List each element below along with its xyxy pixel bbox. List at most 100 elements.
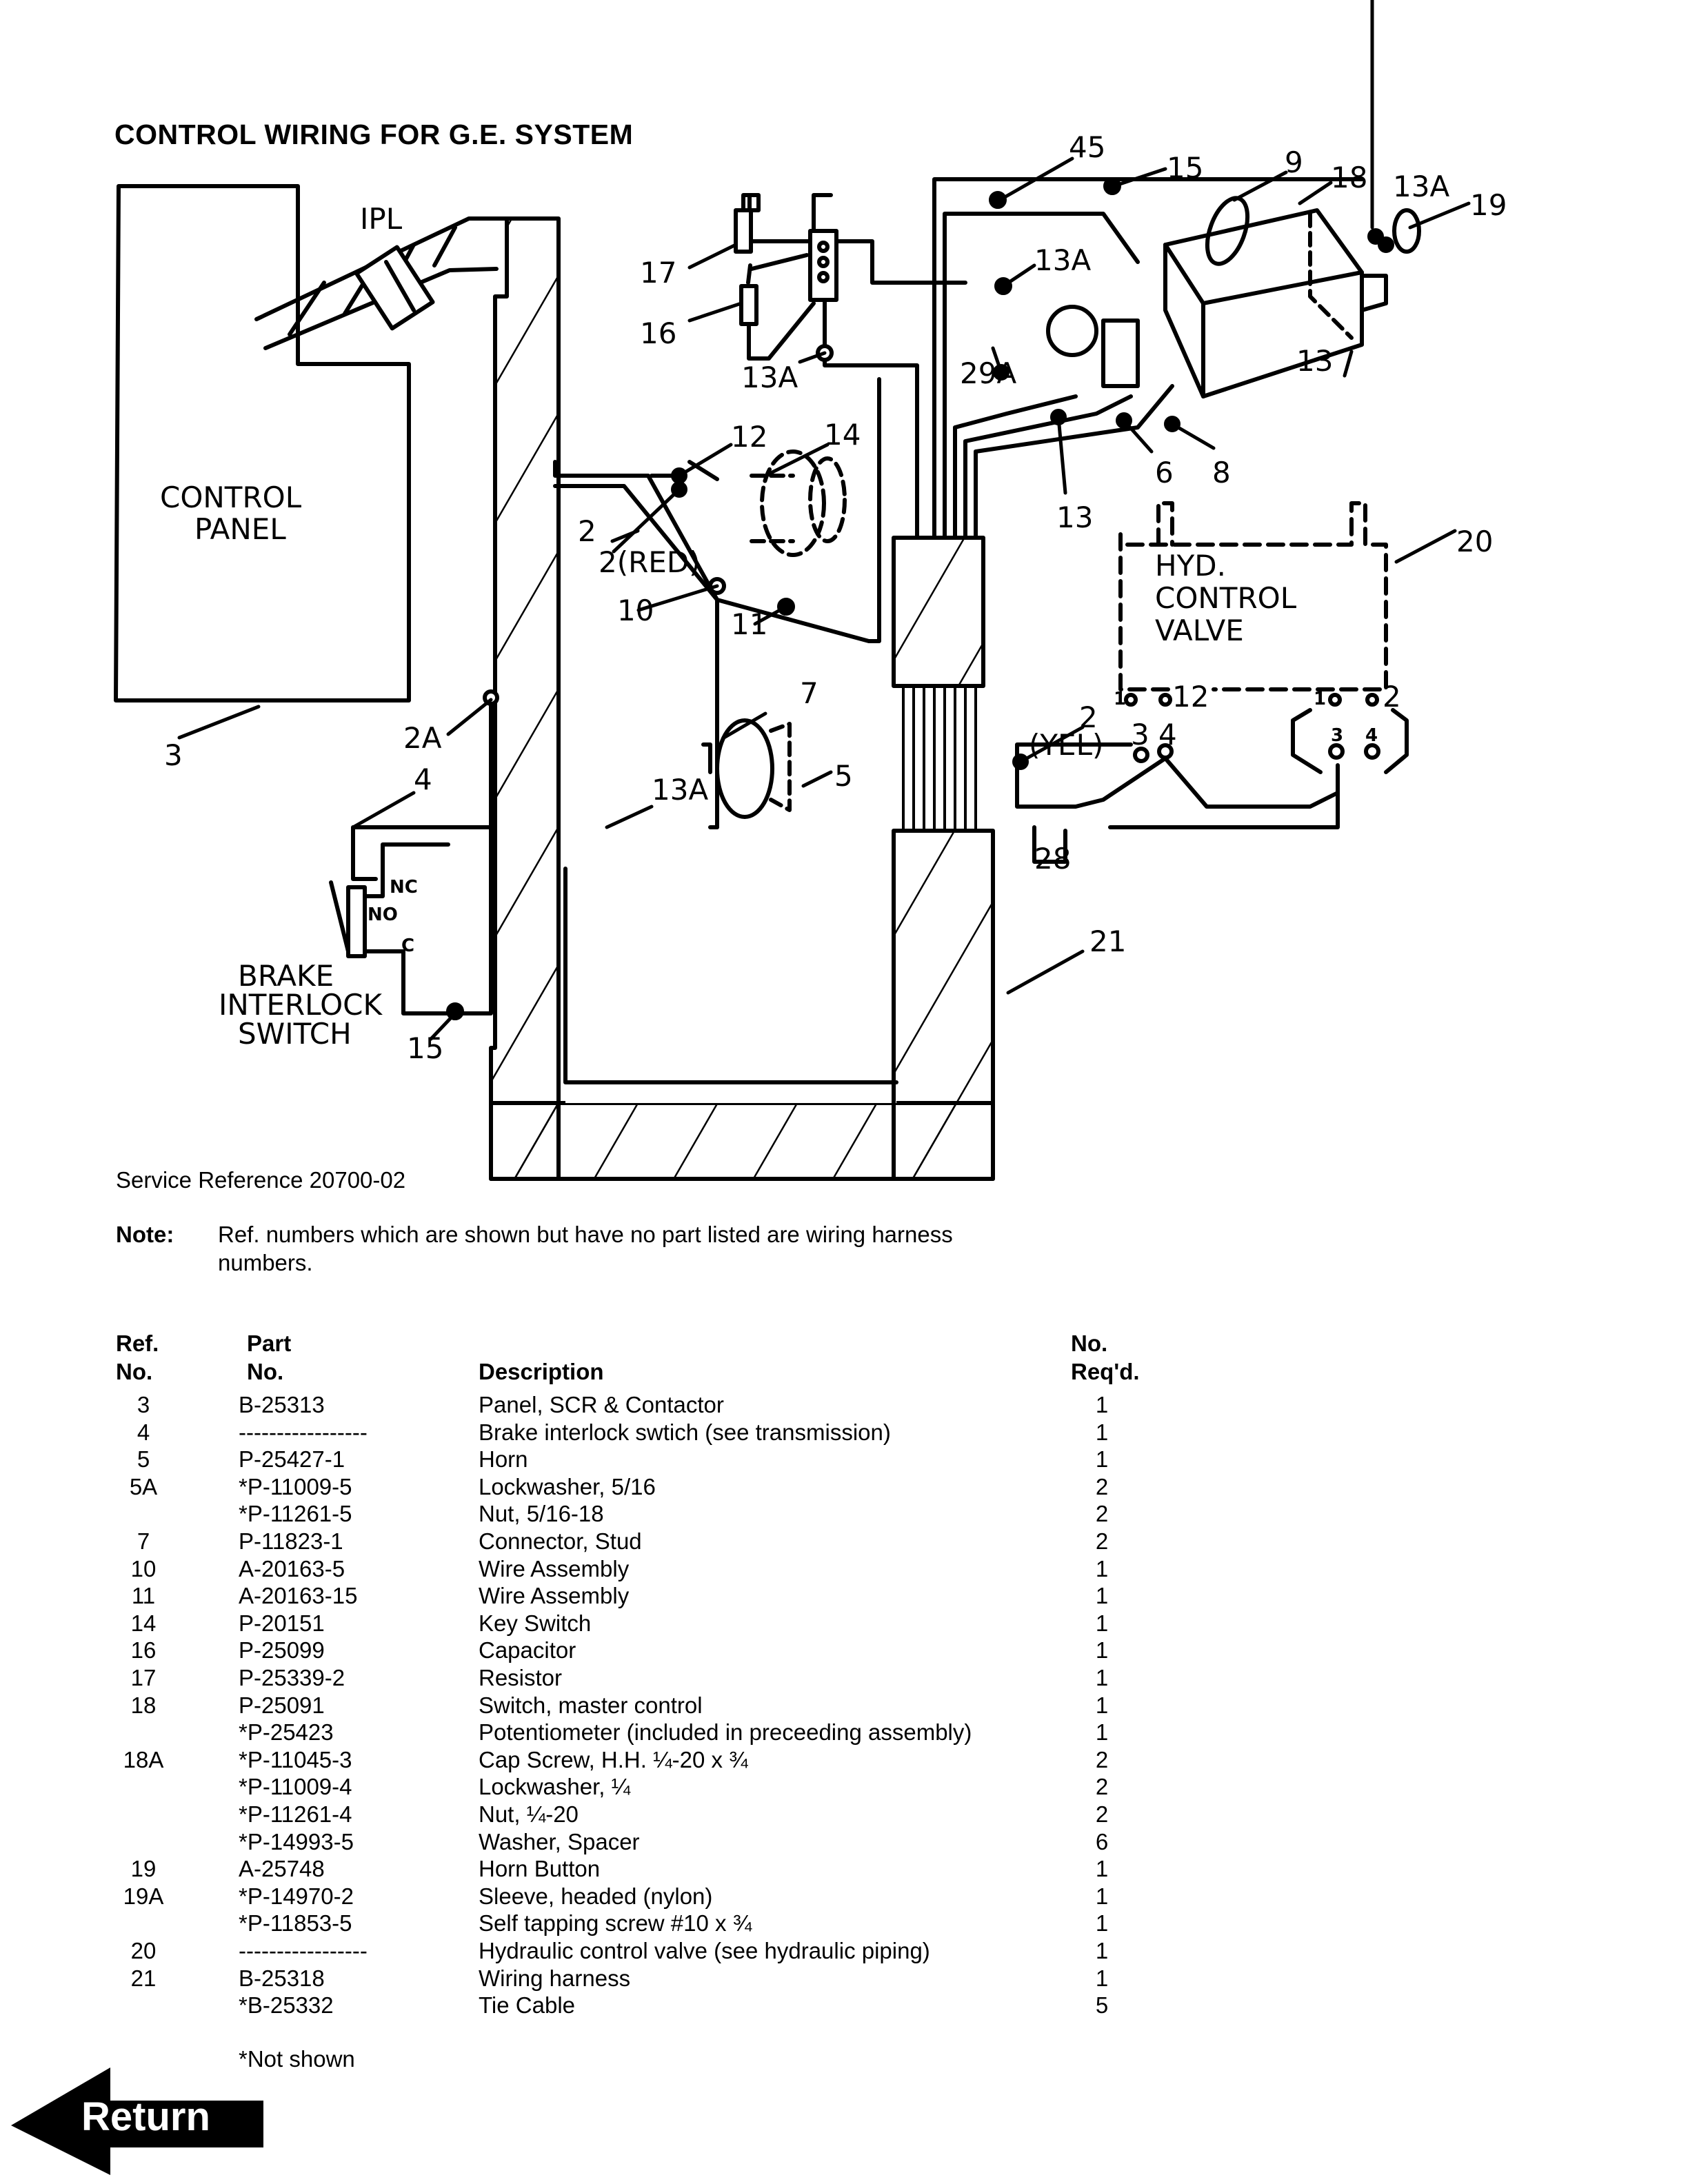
qty-cell: 1 [1095, 1392, 1109, 1417]
switch-no-label: NO [368, 904, 398, 925]
callout-13a-horn: 13A [652, 773, 708, 807]
callout-13-bottom: 13 [1056, 501, 1093, 534]
part-no-cell: *P-25423 [239, 1719, 334, 1746]
header-ref-line1: Ref. [116, 1331, 159, 1356]
part-no-cell: A-20163-15 [239, 1583, 358, 1609]
brake-label-3: SWITCH [238, 1017, 352, 1051]
ref-cell: 21 [130, 1965, 157, 1991]
part-no-cell: P-25339-2 [239, 1665, 345, 1690]
callout-45: 45 [1069, 130, 1105, 164]
terminal-right-2: 2 [1383, 680, 1401, 714]
switch-nc-label: NC [390, 877, 418, 898]
description-cell: Tie Cable [479, 1992, 576, 2019]
callout-16: 16 [640, 316, 676, 350]
part-no-cell: B-25313 [239, 1392, 325, 1417]
ref-cell: 10 [130, 1555, 157, 1581]
description-cell: Switch, master control [479, 1692, 703, 1718]
ref-cell: 19 [130, 1856, 157, 1882]
qty-cell: 6 [1095, 1828, 1109, 1854]
ref-cell: 14 [130, 1610, 157, 1636]
header-qty-line1: No. [1071, 1331, 1108, 1356]
ref-cell: 11 [131, 1583, 156, 1609]
horn [701, 718, 792, 829]
ref-cell: 7 [137, 1528, 150, 1554]
qty-cell: 1 [1095, 1692, 1109, 1718]
description-cell: Resistor [479, 1665, 563, 1690]
hydraulic-control-valve: HYD. CONTROL VALVE [1012, 501, 1409, 864]
return-button[interactable]: Return [8, 2065, 265, 2176]
callout-5: 5 [834, 759, 853, 793]
ref-cell: 5A [129, 1473, 158, 1499]
callout-10: 10 [617, 594, 654, 627]
callout-15-left: 15 [407, 1031, 443, 1065]
key-switch-assembly [553, 377, 881, 829]
header-ref-line2: No. [116, 1359, 153, 1384]
qty-cell: 1 [1095, 1883, 1109, 1909]
callout-leaders [177, 0, 1471, 1041]
qty-cell: 1 [1095, 1910, 1109, 1937]
resistor-capacitor-block [734, 193, 967, 540]
harness-channel [489, 216, 995, 1181]
description-cell: Lockwasher, 5/16 [479, 1473, 656, 1499]
ref-cell: 19A [123, 1883, 164, 1909]
qty-cell: 2 [1095, 1746, 1109, 1772]
footnote: *Not shown [239, 2046, 355, 2072]
control-panel-label-2: PANEL [194, 512, 286, 546]
qty-cell: 1 [1095, 1965, 1109, 1991]
part-no-cell: A-20163-5 [239, 1555, 345, 1581]
description-cell: Key Switch [479, 1610, 592, 1636]
ref-cell: 18A [123, 1746, 164, 1772]
terminal-left-1: 1 [1114, 689, 1126, 709]
part-no-cell: P-25099 [239, 1637, 325, 1664]
master-control-switch [1046, 196, 1421, 398]
callout-14: 14 [824, 418, 861, 452]
callout-2-red: 2(RED) [599, 545, 701, 579]
callout-9: 9 [1285, 145, 1303, 179]
note-text: Ref. numbers which are shown but have no… [218, 1222, 953, 1275]
callout-7: 7 [800, 676, 818, 710]
part-no-cell: *B-25332 [239, 1992, 334, 2019]
terminal-left-12: 12 [1172, 680, 1209, 714]
qty-cell: 2 [1095, 1501, 1109, 1527]
service-reference: Service Reference 20700-02 [116, 1167, 406, 1193]
qty-cell: 1 [1095, 1446, 1109, 1473]
part-no-cell: *P-11009-5 [239, 1473, 352, 1499]
brake-label-1: BRAKE [238, 959, 334, 993]
qty-cell: 1 [1095, 1856, 1109, 1882]
hyd-label-3: VALVE [1155, 614, 1244, 647]
callout-13a-top: 13A [741, 361, 798, 394]
callout-2a: 2A [403, 721, 442, 755]
ref-cell: 18 [130, 1692, 157, 1718]
description-cell: Potentiometer (included in preceeding as… [479, 1719, 972, 1746]
part-no-cell: *P-14970-2 [239, 1883, 354, 1909]
part-no-cell: B-25318 [239, 1965, 325, 1991]
callout-yel: (YEL) [1029, 728, 1103, 762]
terminal-left-4: 4 [1158, 718, 1177, 751]
description-cell: Connector, Stud [479, 1528, 642, 1554]
part-no-cell: ----------------- [239, 1419, 368, 1445]
description-cell: Wire Assembly [479, 1555, 630, 1581]
callout-19: 19 [1470, 188, 1507, 222]
ref-cell: 16 [130, 1637, 157, 1664]
ipl-label: IPL [360, 202, 403, 236]
description-cell: Brake interlock swtich (see transmission… [479, 1419, 891, 1445]
callout-3: 3 [164, 738, 183, 772]
callout-18: 18 [1331, 161, 1367, 194]
callout-13a-right: 13A [1393, 170, 1449, 203]
ref-cell: 3 [137, 1392, 150, 1417]
part-no-cell: *P-14993-5 [239, 1828, 354, 1854]
callout-13a-mid: 13A [1034, 243, 1091, 277]
description-cell: Panel, SCR & Contactor [479, 1392, 724, 1417]
ref-cell: 17 [130, 1665, 157, 1690]
description-cell: Horn [479, 1446, 528, 1473]
ref-cell: 4 [137, 1419, 150, 1445]
qty-cell: 1 [1095, 1719, 1109, 1746]
qty-cell: 1 [1095, 1637, 1109, 1664]
description-cell: Nut, 5/16-18 [479, 1501, 604, 1527]
qty-cell: 2 [1095, 1528, 1109, 1554]
qty-cell: 1 [1095, 1938, 1109, 1963]
brake-label-2: INTERLOCK [219, 988, 383, 1022]
part-no-cell: *P-11261-4 [239, 1801, 352, 1827]
qty-cell: 1 [1095, 1610, 1109, 1636]
header-qty: No. Req'd. [1071, 1329, 1140, 1386]
